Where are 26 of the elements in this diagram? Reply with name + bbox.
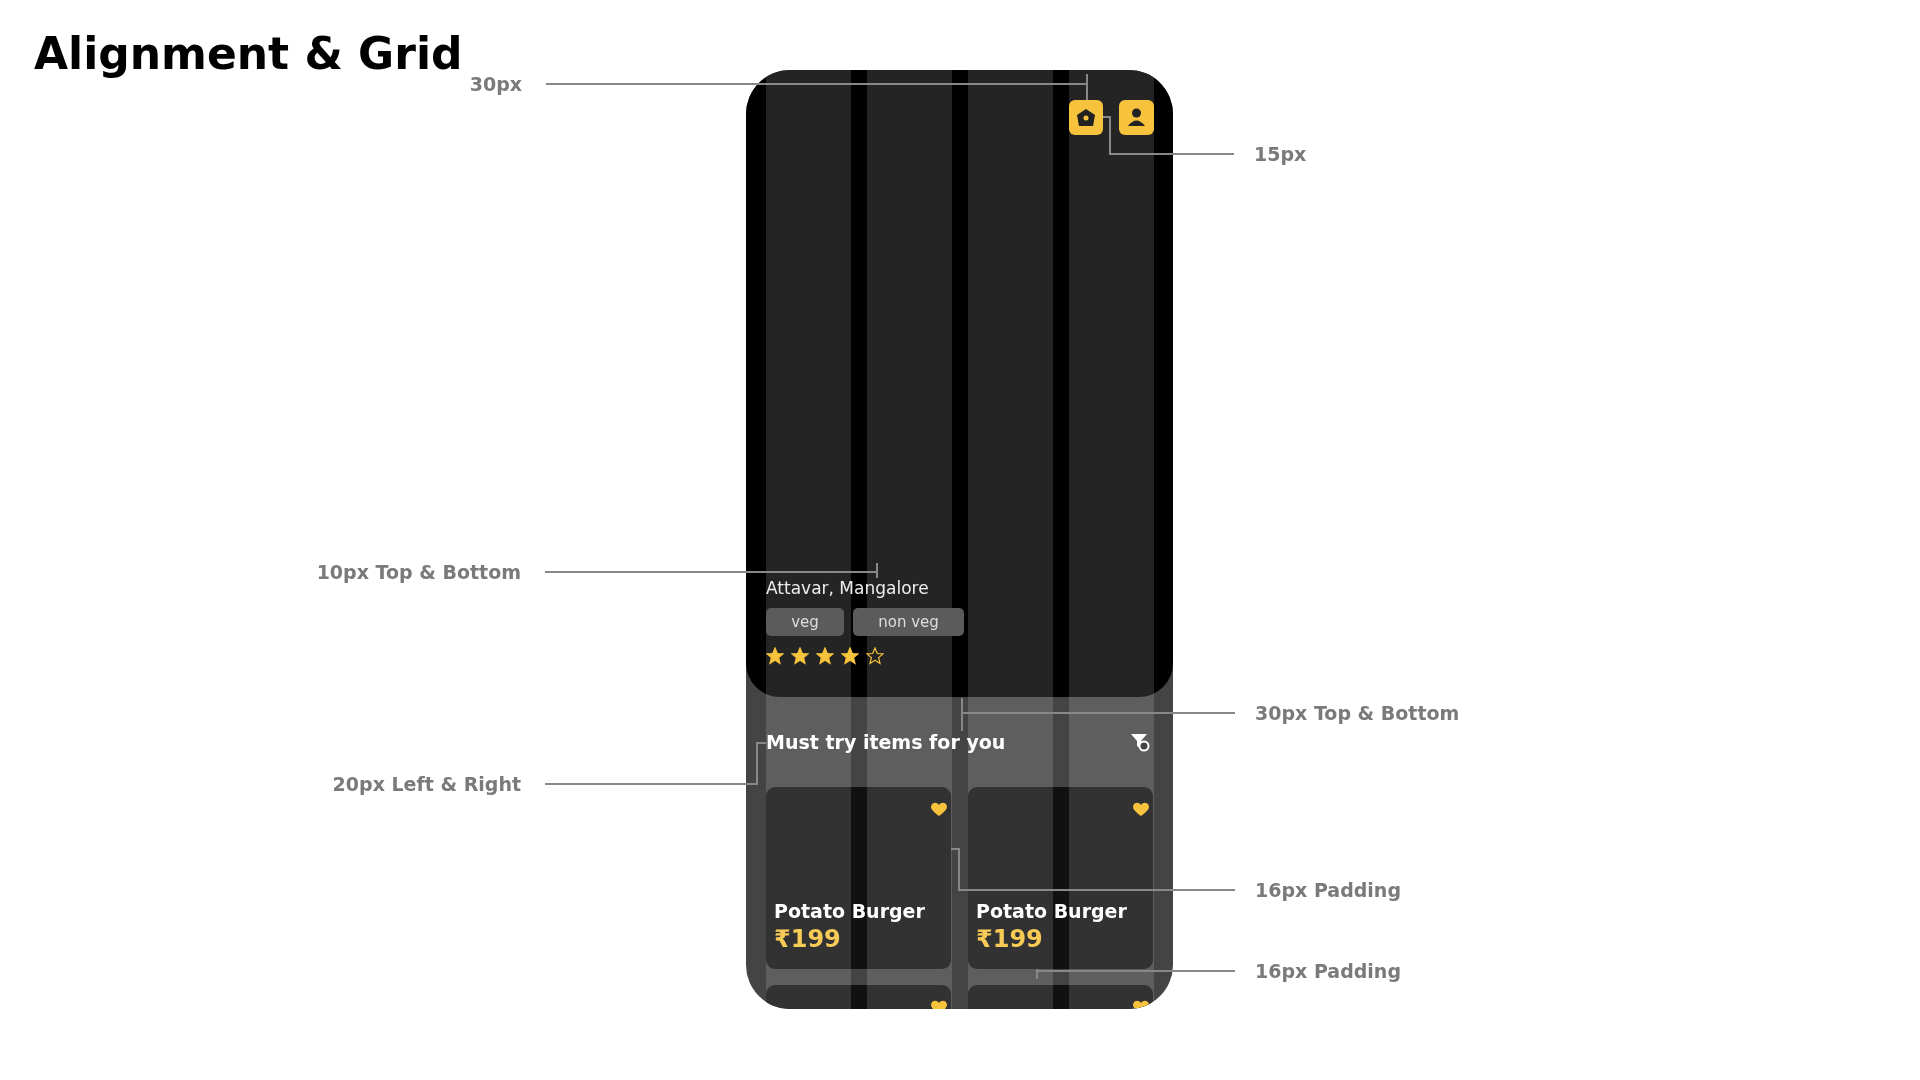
leader-line — [544, 742, 767, 785]
item-name: Potato Burger — [976, 900, 1127, 922]
annotation-text: 16px Padding — [1255, 879, 1401, 901]
leader-line — [1036, 968, 1236, 980]
item-name: Potato Burger — [774, 900, 925, 922]
leader-line — [544, 562, 878, 579]
location-text: Attavar, Mangalore — [766, 578, 929, 598]
food-card — [968, 787, 1153, 969]
annotation-text: 20px Left & Right — [332, 773, 521, 795]
tag-chip: non veg — [853, 608, 964, 636]
section-heading: Must try items for you — [766, 731, 1006, 753]
leader-line — [545, 73, 1088, 101]
leader-line — [1102, 116, 1235, 155]
leader-line — [961, 697, 1236, 732]
annotation-text: 16px Padding — [1255, 960, 1401, 982]
tag-chip: veg — [766, 608, 844, 636]
price-text: ₹199 — [976, 925, 1043, 953]
annotation-text: 10px Top & Bottom — [316, 561, 521, 583]
food-card — [766, 787, 951, 969]
leader-line — [950, 848, 1236, 891]
price-text: ₹199 — [774, 925, 841, 953]
home-icon — [1069, 100, 1103, 135]
title: Alignment & Grid — [34, 28, 463, 79]
annotation-text: 30px Top & Bottom — [1255, 702, 1460, 724]
annotation-text: 15px — [1254, 143, 1307, 165]
annotation-text: 30px — [469, 73, 522, 95]
